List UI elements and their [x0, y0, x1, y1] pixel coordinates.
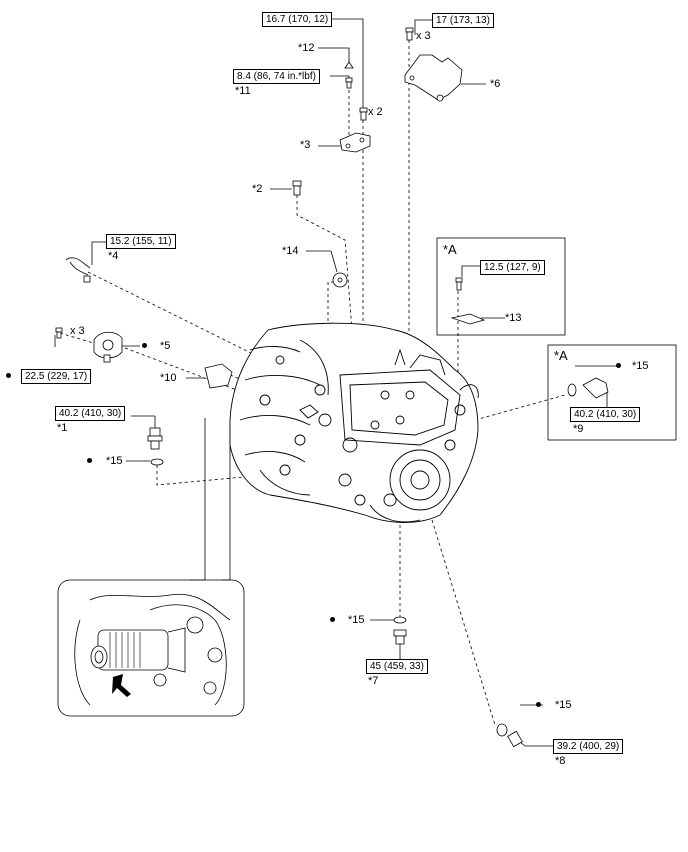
torque-box-45: 45 (459, 33) [366, 659, 428, 674]
marker-dot-15-right [616, 363, 621, 368]
label-part-5: *5 [160, 340, 171, 352]
label-part-14: *14 [282, 245, 299, 257]
marker-dot-5 [142, 343, 147, 348]
torque-box-16-7: 16.7 (170, 12) [262, 12, 333, 27]
zoom-connector-left [190, 418, 206, 581]
qty-label-middle: x 2 [368, 106, 383, 118]
label-part-1: *1 [57, 422, 68, 434]
label-part-15-right: *15 [632, 360, 649, 372]
marker-dot-15-left [87, 458, 92, 463]
label-part-8: *8 [555, 755, 566, 767]
torque-box-40-2-right: 40.2 (410, 30) [570, 407, 641, 422]
label-part-15-bottom: *15 [348, 614, 365, 626]
detail-label-a-right: *A [554, 348, 568, 363]
transaxle-housing [229, 322, 479, 523]
part-icons [55, 27, 609, 748]
label-part-10: *10 [160, 372, 177, 384]
label-part-15-lower-right: *15 [555, 699, 572, 711]
label-part-11: *11 [235, 85, 251, 97]
marker-dot-15-bottom [330, 617, 335, 622]
label-part-15-left: *15 [106, 455, 123, 467]
torque-box-8-4: 8.4 (86, 74 in.*lbf) [233, 69, 320, 84]
qty-label-top: x 3 [416, 30, 431, 42]
label-part-4: *4 [108, 250, 119, 262]
detail-frame-a-right [547, 344, 677, 441]
torque-box-22-5: 22.5 (229, 17) [21, 369, 92, 384]
torque-box-15-2: 15.2 (155, 11) [106, 234, 176, 249]
label-part-6: *6 [490, 78, 501, 90]
label-part-13: *13 [505, 312, 522, 324]
torque-box-40-2-left: 40.2 (410, 30) [55, 406, 126, 421]
marker-dot-15-lower-right [536, 702, 541, 707]
zoom-connector-right [222, 425, 231, 581]
torque-box-39-2: 39.2 (400, 29) [553, 739, 624, 754]
zoom-detail-frame [57, 579, 245, 717]
arrow-icon [112, 674, 131, 697]
torque-box-17: 17 (173, 13) [432, 13, 494, 28]
label-part-7: *7 [368, 675, 379, 687]
label-part-9: *9 [573, 423, 584, 435]
marker-dot-22-5 [6, 373, 11, 378]
detail-frame-a-top [436, 237, 566, 336]
qty-label-left: x 3 [70, 325, 85, 337]
label-part-3: *3 [300, 139, 311, 151]
torque-box-12-5: 12.5 (127, 9) [480, 260, 545, 275]
label-part-12: *12 [298, 42, 315, 54]
label-part-2: *2 [252, 183, 263, 195]
detail-label-a-top: *A [443, 242, 457, 257]
input-shaft-detail [74, 593, 231, 706]
